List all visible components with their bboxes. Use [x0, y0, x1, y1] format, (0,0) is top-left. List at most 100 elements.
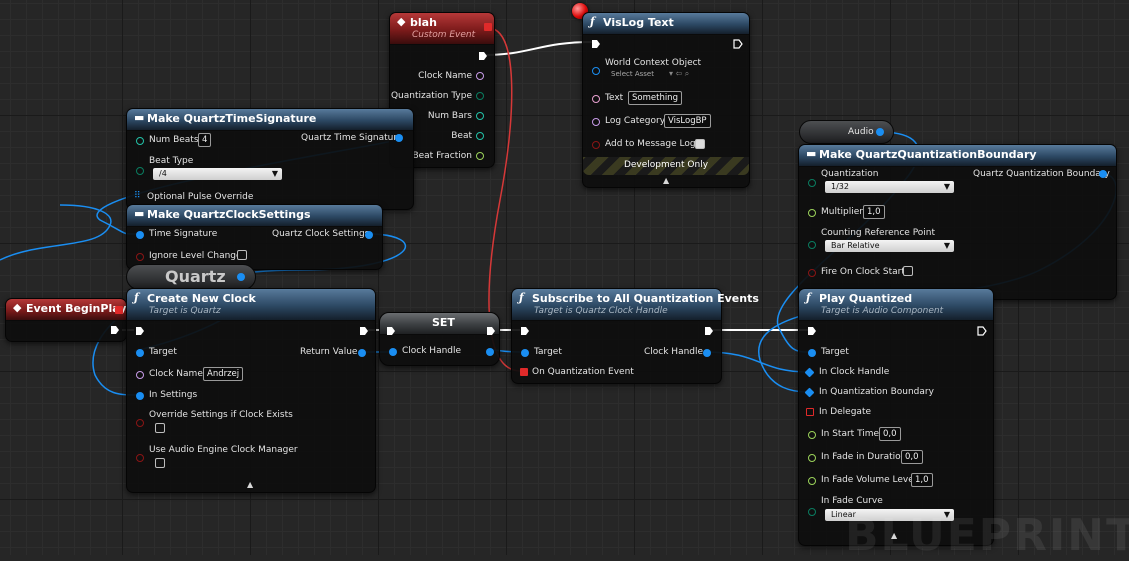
in-fade-curve-value: Linear [831, 510, 856, 519]
function-node-vislog-text[interactable]: ƒ VisLog Text World Context Object Selec… [582, 12, 750, 188]
variable-node-quartz[interactable]: Quartz [126, 264, 256, 290]
target-pin[interactable] [521, 349, 529, 357]
quantization-dropdown[interactable]: 1/32 ▼ [825, 181, 954, 193]
clock-name-pin[interactable] [476, 72, 484, 80]
expand-arrow-icon[interactable]: ▲ [663, 176, 670, 185]
exec-out-pin[interactable] [733, 39, 743, 49]
asset-browse-icon[interactable]: ▾ ⇦ ⌕ [669, 69, 690, 78]
in-clock-handle-pin[interactable] [804, 367, 815, 378]
quantization-type-pin[interactable] [476, 92, 484, 100]
event-node-begin-play[interactable]: ◆ Event BeginPlay [5, 298, 127, 342]
collapse-arrow-icon[interactable]: ▲ [891, 531, 898, 540]
counting-reference-dropdown[interactable]: Bar Relative ▼ [825, 240, 954, 252]
override-settings-checkbox[interactable] [155, 423, 165, 433]
target-label: Target [534, 347, 562, 357]
exec-out-pin[interactable] [359, 326, 369, 336]
boundary-output-pin[interactable] [1099, 170, 1107, 178]
world-context-pin[interactable] [592, 67, 600, 75]
beat-pin[interactable] [476, 132, 484, 140]
beat-type-dropdown[interactable]: /4 ▼ [153, 168, 282, 180]
clock-handle-input-pin[interactable] [389, 348, 397, 356]
exec-out-pin[interactable] [704, 326, 714, 336]
log-category-input[interactable]: VisLogBP [664, 114, 711, 128]
add-to-log-checkbox[interactable] [695, 139, 705, 149]
exec-in-pin[interactable] [520, 326, 530, 336]
multiplier-pin[interactable] [808, 209, 816, 217]
exec-out-pin[interactable] [110, 325, 120, 335]
in-fade-volume-pin[interactable] [808, 477, 816, 485]
delegate-pin[interactable] [115, 306, 123, 314]
text-pin[interactable] [592, 95, 600, 103]
in-fade-duration-input[interactable]: 0,0 [901, 450, 923, 464]
set-variable-node[interactable]: SET Clock Handle [379, 312, 500, 366]
in-start-time-pin[interactable] [808, 431, 816, 439]
development-only-label: Development Only [623, 160, 709, 170]
function-node-play-quantized[interactable]: ƒ Play Quantized Target is Audio Compone… [798, 288, 994, 546]
node-make-quartz-time-signature[interactable]: ▬ Make QuartzTimeSignature Num Beats 4 Q… [126, 108, 414, 210]
clock-handle-output-pin[interactable] [703, 349, 711, 357]
exec-in-pin[interactable] [807, 326, 817, 336]
fire-on-clock-start-checkbox[interactable] [903, 266, 913, 276]
counting-reference-pin[interactable] [808, 241, 816, 249]
return-value-pin[interactable] [358, 349, 366, 357]
target-pin[interactable] [808, 349, 816, 357]
fire-on-clock-start-pin[interactable] [808, 269, 816, 277]
in-boundary-pin[interactable] [804, 387, 815, 398]
exec-out-pin[interactable] [977, 326, 987, 336]
function-node-create-new-clock[interactable]: ƒ Create New Clock Target is Quartz Targ… [126, 288, 376, 493]
exec-in-pin[interactable] [135, 326, 145, 336]
time-signature-input-pin[interactable] [136, 231, 144, 239]
target-pin[interactable] [136, 349, 144, 357]
exec-out-pin[interactable] [486, 326, 496, 336]
variable-node-audio[interactable]: Audio [799, 120, 894, 144]
exec-out-pin[interactable] [478, 51, 488, 61]
collapse-arrow-icon[interactable]: ▲ [247, 480, 254, 489]
beat-type-pin[interactable] [136, 167, 144, 175]
in-delegate-pin[interactable] [806, 408, 814, 416]
in-start-time-input[interactable]: 0,0 [879, 427, 901, 441]
num-beats-input[interactable]: 4 [198, 133, 212, 147]
ignore-level-change-pin[interactable] [136, 253, 144, 261]
node-make-quartz-clock-settings[interactable]: ▬ Make QuartzClockSettings Time Signatur… [126, 204, 383, 270]
add-to-log-pin[interactable] [592, 141, 600, 149]
clock-name-pin[interactable] [136, 371, 144, 379]
text-input[interactable]: Something [628, 91, 682, 105]
delegate-pin[interactable] [484, 23, 492, 31]
audio-output-pin[interactable] [876, 128, 884, 136]
node-subtitle: Target is Quartz Clock Handle [534, 306, 668, 316]
num-bars-pin[interactable] [476, 112, 484, 120]
counting-reference-value: Bar Relative [831, 241, 880, 250]
node-subtitle: Target is Quartz [149, 306, 221, 316]
clock-settings-output-pin[interactable] [365, 231, 373, 239]
struct-icon: ▬ [134, 111, 145, 124]
in-settings-label: In Settings [149, 390, 198, 400]
clock-handle-output-pin[interactable] [486, 348, 494, 356]
ignore-level-change-checkbox[interactable] [237, 250, 247, 260]
exec-in-pin[interactable] [386, 326, 396, 336]
in-fade-curve-pin[interactable] [808, 508, 816, 516]
quantization-pin[interactable] [808, 179, 816, 187]
in-fade-duration-pin[interactable] [808, 454, 816, 462]
node-header: ▬ Make QuartzTimeSignature [127, 109, 413, 131]
return-value-label: Return Value [300, 347, 358, 357]
node-make-quartz-quantization-boundary[interactable]: ▬ Make QuartzQuantizationBoundary Quanti… [798, 144, 1117, 300]
optional-pulse-override-icon[interactable]: ⠿ [134, 191, 141, 201]
on-quantization-event-pin[interactable] [520, 368, 528, 376]
use-audio-engine-pin[interactable] [136, 454, 144, 462]
beat-fraction-pin[interactable] [476, 152, 484, 160]
time-signature-output-pin[interactable] [395, 134, 403, 142]
multiplier-input[interactable]: 1,0 [863, 205, 885, 219]
clock-name-input[interactable]: Andrzej [203, 367, 244, 381]
select-asset-dropdown[interactable]: Select Asset [611, 70, 654, 78]
in-fade-curve-dropdown[interactable]: Linear ▼ [825, 509, 954, 521]
function-node-subscribe-quantization-events[interactable]: ƒ Subscribe to All Quantization Events T… [511, 288, 759, 384]
fire-on-clock-start-label: Fire On Clock Start [821, 267, 905, 277]
use-audio-engine-checkbox[interactable] [155, 458, 165, 468]
num-beats-pin[interactable] [136, 137, 144, 145]
in-fade-volume-input[interactable]: 1,0 [911, 473, 933, 487]
log-category-pin[interactable] [592, 118, 600, 126]
in-settings-pin[interactable] [136, 392, 144, 400]
exec-in-pin[interactable] [591, 39, 601, 49]
override-settings-pin[interactable] [136, 419, 144, 427]
quartz-output-pin[interactable] [237, 273, 245, 281]
